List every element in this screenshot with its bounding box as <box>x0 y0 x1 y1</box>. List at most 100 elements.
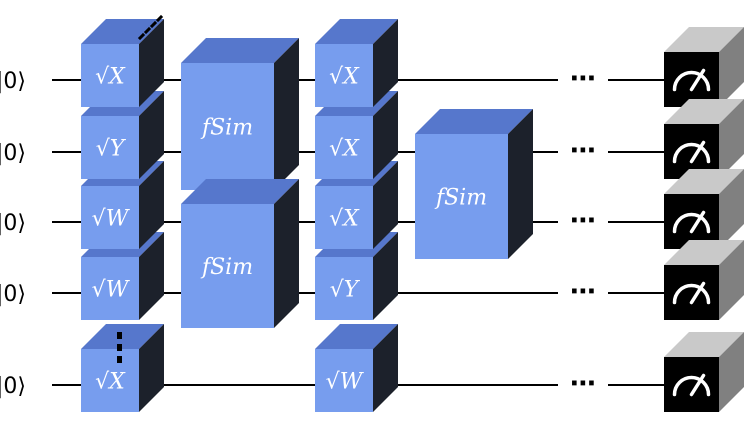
ellipsis-gap <box>558 373 608 397</box>
single-qubit-gate-front-face <box>315 349 373 412</box>
meter-needle <box>689 210 706 234</box>
gate-label: √X <box>95 65 126 90</box>
fsim-label: fSim <box>200 116 253 141</box>
meter-arc <box>672 142 711 164</box>
fsim-gate-2-front-face <box>181 204 274 328</box>
single-qubit-gate-front-face <box>315 116 373 179</box>
fsim-gate-1: fSim <box>181 38 299 190</box>
fsim-gate-3-side-face <box>508 109 533 259</box>
measurement-meter-icon <box>664 240 744 320</box>
gate-label: √W <box>92 278 131 303</box>
ket-label: |0⟩ <box>0 374 26 399</box>
ellipsis: ⋯ <box>570 206 596 236</box>
single-qubit-gate: √X <box>315 19 398 107</box>
measurement-box-front-face <box>664 265 719 320</box>
gate-label: √Y <box>96 137 127 162</box>
single-qubit-gate-side-face <box>373 91 398 179</box>
single-qubit-gate-side-face <box>139 19 164 107</box>
gate-label: √X <box>329 207 360 232</box>
gate-label: √X <box>95 370 126 395</box>
meter-needle <box>689 281 706 305</box>
measurement-box-top-face <box>664 99 744 124</box>
single-qubit-gate: √X <box>315 91 398 179</box>
single-qubit-gate-side-face <box>139 324 164 412</box>
meter-needle <box>689 140 706 164</box>
fsim-gate-3: fSim <box>415 109 533 259</box>
measurement-meter-icon <box>664 332 744 412</box>
fsim-gate-1-side-face <box>274 38 299 190</box>
measurement-box-side-face <box>719 169 744 249</box>
measurement-box-top-face <box>664 27 744 52</box>
single-qubit-gate-front-face <box>315 44 373 107</box>
single-qubit-gate: √X <box>81 324 164 412</box>
extras-group: ⋯⋯⋯⋯⋯ <box>117 14 744 412</box>
single-qubit-gate-side-face <box>139 161 164 249</box>
single-qubit-gate-side-face <box>139 91 164 179</box>
meter-arc <box>672 375 711 397</box>
single-qubit-gate-front-face <box>81 116 139 179</box>
measurement-box-side-face <box>719 240 744 320</box>
fsim-label: fSim <box>200 255 253 280</box>
gate-label: √W <box>92 207 131 232</box>
single-qubit-gate-front-face <box>81 44 139 107</box>
measurement-meter-icon <box>664 99 744 179</box>
vertical-ellipsis-dot <box>117 332 122 339</box>
measurement-box-top-face <box>664 240 744 265</box>
single-qubit-gate-front-face <box>315 186 373 249</box>
gate-label: √W <box>326 370 365 395</box>
measurement-box-front-face <box>664 194 719 249</box>
meter-arc <box>672 212 711 234</box>
single-qubit-gate-side-face <box>139 232 164 320</box>
ket-labels-group: |0⟩|0⟩|0⟩|0⟩|0⟩ <box>0 69 26 399</box>
meter-needle <box>689 373 706 397</box>
single-qubit-gate-top-face <box>81 19 164 44</box>
measurement-meter-icon <box>664 27 744 107</box>
diagonal-ellipsis-dot <box>143 26 152 35</box>
single-qubit-gate-top-face <box>315 324 398 349</box>
ket-label: |0⟩ <box>0 211 26 236</box>
fsim-gate-3-front-face <box>415 134 508 259</box>
meter-needle <box>689 68 706 92</box>
meter-arc <box>672 283 711 305</box>
measurement-box-front-face <box>664 357 719 412</box>
ellipsis-gap <box>558 68 608 92</box>
diagonal-ellipsis-dot <box>149 20 158 29</box>
fsim-gate-2: fSim <box>181 179 299 328</box>
single-qubit-gate-front-face <box>81 186 139 249</box>
ket-label: |0⟩ <box>0 69 26 94</box>
vertical-ellipsis-dot <box>117 356 122 363</box>
ellipsis-gap <box>558 281 608 305</box>
single-qubit-gate: √W <box>81 232 164 320</box>
single-qubit-gate-side-face <box>373 19 398 107</box>
measurement-box-side-face <box>719 99 744 179</box>
single-qubit-gate-front-face <box>81 349 139 412</box>
ellipsis-gap <box>558 140 608 164</box>
measurement-box-top-face <box>664 332 744 357</box>
ellipsis: ⋯ <box>570 277 596 307</box>
gate-label: √X <box>329 137 360 162</box>
single-qubit-gate: √W <box>315 324 398 412</box>
single-qubit-gate: √X <box>81 19 164 107</box>
single-qubit-gate-top-face <box>81 324 164 349</box>
vertical-ellipsis-dot <box>117 344 122 351</box>
ellipsis: ⋯ <box>570 369 596 399</box>
gate-label: √X <box>329 65 360 90</box>
single-qubit-gate-front-face <box>315 257 373 320</box>
single-qubit-gate-side-face <box>373 324 398 412</box>
measurement-box-top-face <box>664 169 744 194</box>
fsim-label: fSim <box>434 186 487 211</box>
ellipsis-gap <box>558 210 608 234</box>
ket-label: |0⟩ <box>0 282 26 307</box>
measurement-meter-icon <box>664 169 744 249</box>
measurement-box-side-face <box>719 332 744 412</box>
fsim-gate-1-top-face <box>181 38 299 63</box>
fsim-gate-2-side-face <box>274 179 299 328</box>
diagonal-ellipsis-dot <box>137 32 146 41</box>
measurement-box-front-face <box>664 52 719 107</box>
single-qubit-gate-side-face <box>373 232 398 320</box>
ellipsis: ⋯ <box>570 64 596 94</box>
fsim-gate-3-top-face <box>415 109 533 134</box>
